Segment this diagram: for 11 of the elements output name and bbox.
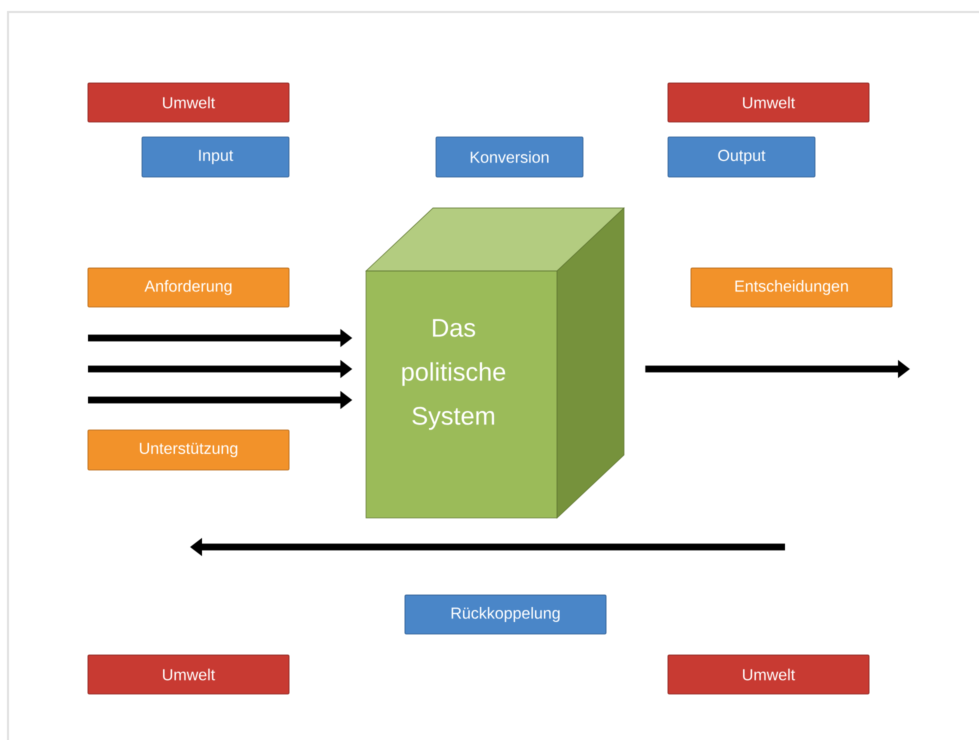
flow-box: Entscheidungen: [690, 268, 892, 308]
stage-box: Konversion: [436, 136, 584, 178]
flow-box: Unterstützung: [88, 430, 290, 470]
environment-box: Umwelt: [668, 654, 870, 694]
stage-box: Input: [142, 136, 290, 178]
stage-box: Rückkoppelung: [404, 594, 606, 634]
flow-box: Anforderung: [88, 268, 290, 308]
environment-box: Umwelt: [88, 654, 290, 694]
stage-box: Output: [668, 136, 816, 178]
environment-box: Umwelt: [88, 82, 290, 122]
environment-box: Umwelt: [668, 82, 870, 122]
